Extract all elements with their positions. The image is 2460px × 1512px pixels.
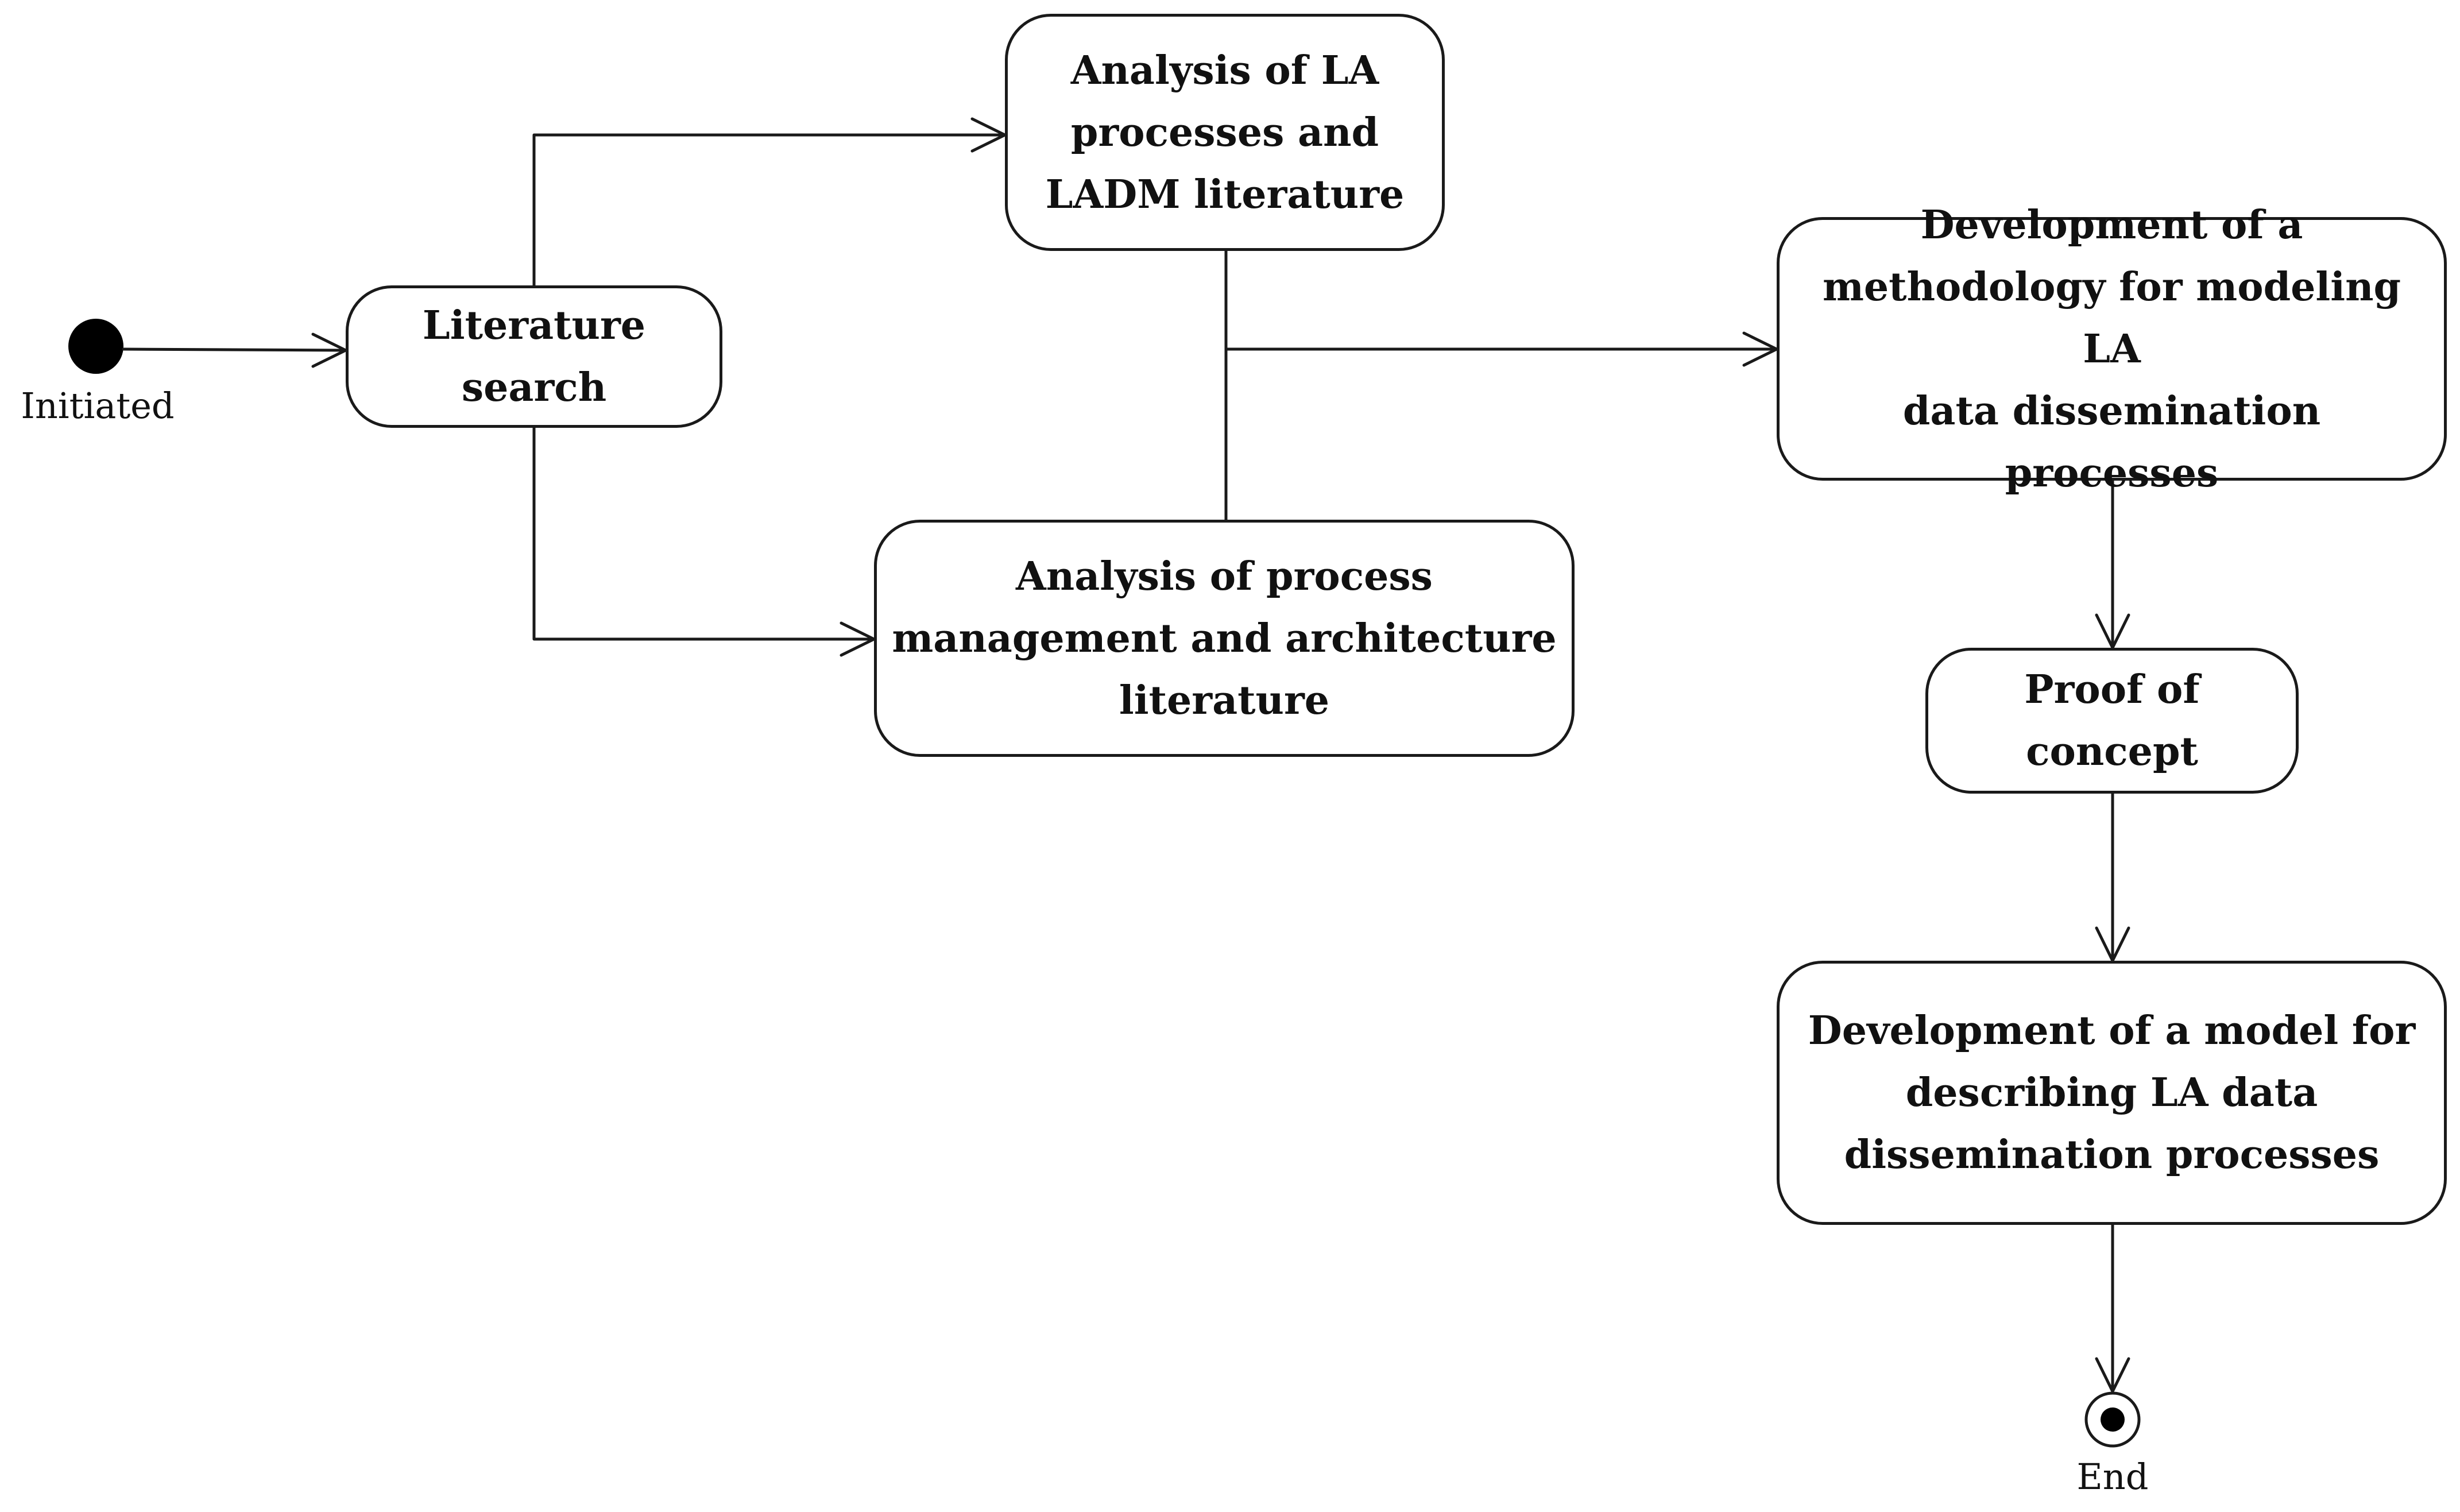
proof-of-concept-label: Proof of concept: [2024, 667, 2200, 775]
la-processes-node: Analysis of LA processes and LADM litera…: [1005, 14, 1445, 251]
edge-literature-search-to-process-management: [532, 426, 876, 641]
initial-label: Initiated: [21, 385, 175, 427]
process-management-label: Analysis of process management and archi…: [892, 553, 1557, 724]
edge-literature-search-to-la-processes: [532, 133, 1007, 287]
edge-initial-to-literature-search: [122, 347, 347, 352]
final-label: End: [2076, 1456, 2149, 1498]
methodology-node: Development of a methodology for modelin…: [1777, 202, 2447, 496]
initial-node: [68, 319, 123, 374]
literature-search-label: Literature search: [422, 303, 646, 411]
methodology-label: Development of a methodology for modelin…: [1822, 202, 2401, 496]
process-management-node: Analysis of process management and archi…: [874, 520, 1575, 757]
la-processes-label: Analysis of LA processes and LADM litera…: [1045, 47, 1405, 218]
final-node-dot: [2101, 1407, 2125, 1432]
model-node: Development of a model for describing LA…: [1777, 961, 2447, 1225]
arrowhead-end: [2095, 1357, 2130, 1393]
literature-search-node: Literature search: [346, 285, 722, 428]
model-label: Development of a model for describing LA…: [1808, 1008, 2416, 1178]
proof-of-concept-node: Proof of concept: [1925, 648, 2299, 794]
